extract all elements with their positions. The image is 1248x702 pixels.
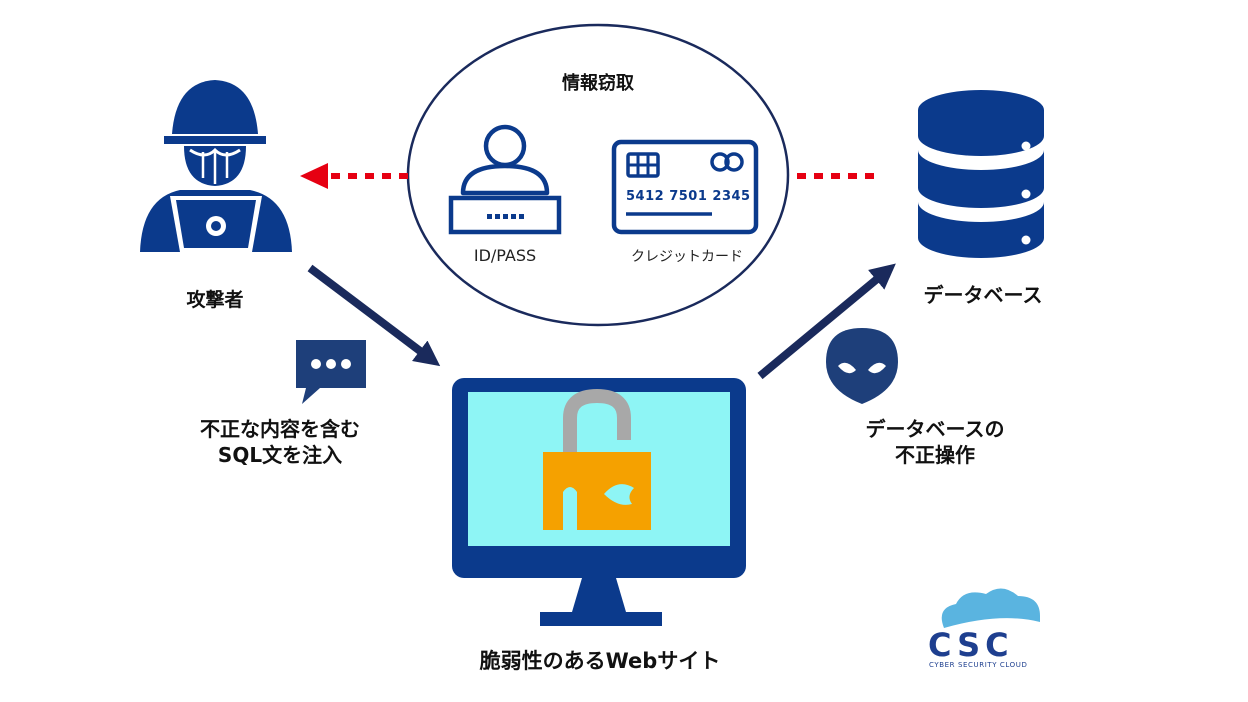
- inject-arrow: [307, 264, 441, 367]
- logo-text: CSC: [928, 626, 1014, 664]
- sql-inject-label: 不正な内容を含む SQL文を注入: [160, 416, 400, 468]
- info-theft-title: 情報窃取: [562, 73, 634, 94]
- chat-bubble-icon: [296, 340, 366, 404]
- id-pass-icon: [448, 124, 562, 235]
- sql-inject-line-2: SQL文を注入: [217, 443, 343, 467]
- card-number: 5412 7501 2345: [626, 189, 751, 204]
- db-manipulation-label: データベースの 不正操作: [835, 416, 1035, 468]
- db-manipulation-line-1: データベースの: [865, 417, 1005, 441]
- website-label: 脆弱性のあるWebサイト: [479, 649, 721, 673]
- attacker-label: 攻撃者: [186, 289, 244, 311]
- alien-icon: [826, 328, 898, 404]
- stolen-data-arrow: [300, 163, 408, 189]
- logo-tagline: CYBER SECURITY CLOUD: [929, 661, 1028, 669]
- db-access-arrow: [757, 263, 896, 380]
- database-label: データベース: [923, 283, 1043, 307]
- csc-logo: CSC CYBER SECURITY CLOUD: [928, 588, 1040, 669]
- db-manipulation-line-2: 不正操作: [895, 443, 975, 467]
- sql-inject-line-1: 不正な内容を含む: [200, 417, 360, 441]
- credit-card-icon: 5412 7501 2345: [611, 139, 759, 235]
- database-icon: [918, 90, 1044, 258]
- credit-card-label: クレジットカード: [631, 249, 743, 265]
- attacker-icon: [140, 80, 292, 252]
- broken-padlock-icon: [543, 388, 651, 530]
- id-pass-label: ID/PASS: [473, 246, 537, 265]
